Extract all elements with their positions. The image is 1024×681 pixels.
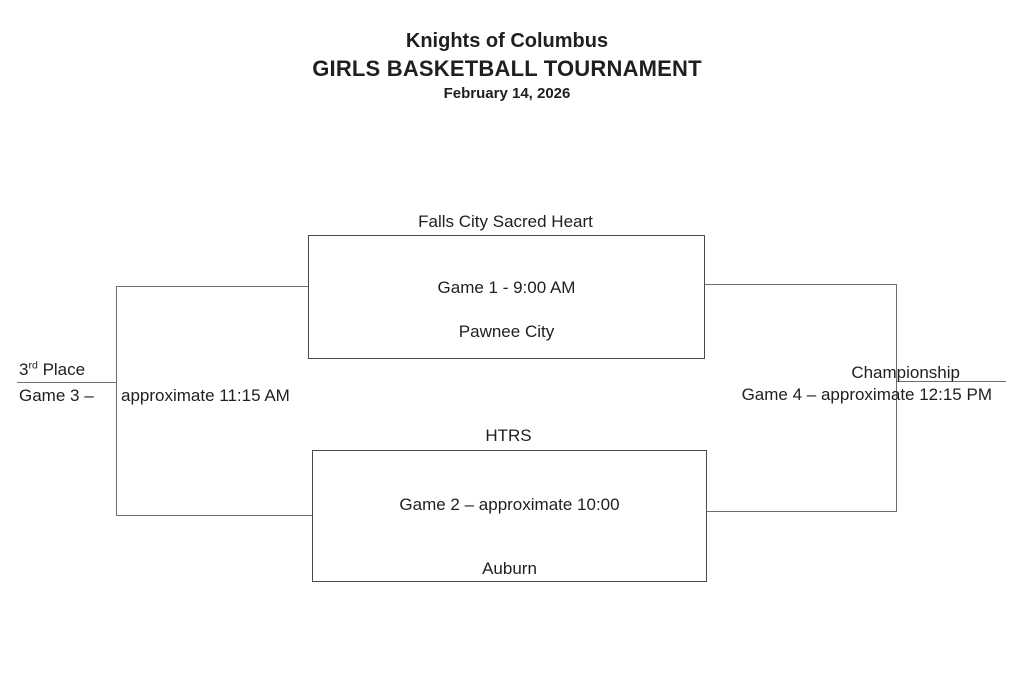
game1-bottom-team: Pawnee City	[458, 322, 555, 341]
third-place-word: Place	[37, 360, 86, 379]
game3-label: Game 3 –	[19, 386, 94, 405]
right-bracket-top-horizontal-line	[703, 284, 896, 285]
championship-underline	[896, 381, 1006, 382]
game1-top-team: Falls City Sacred Heart	[418, 212, 593, 231]
right-bracket-bottom-horizontal-line	[706, 511, 896, 512]
third-place-number: 3	[19, 360, 29, 379]
game4-label: Game 4 – approximate 12:15 PM	[741, 385, 992, 404]
game2-label: Game 2 – approximate 10:00	[399, 495, 620, 514]
left-bracket-bottom-horizontal-line	[116, 515, 312, 516]
championship-title: Championship	[851, 363, 960, 382]
left-bracket-vertical-line	[116, 286, 117, 516]
left-bracket-top-horizontal-line	[116, 286, 308, 287]
right-bracket-vertical-line	[896, 284, 897, 512]
game3-time: approximate 11:15 AM	[121, 386, 290, 405]
game2-top-team: HTRS	[485, 426, 532, 445]
event-date: February 14, 2026	[443, 85, 571, 102]
game2-box: Game 2 – approximate 10:00 Auburn	[312, 450, 707, 582]
third-place-title: 3rd Place	[19, 360, 85, 380]
third-place-underline	[17, 382, 116, 383]
event-title: GIRLS BASKETBALL TOURNAMENT	[312, 56, 702, 81]
game1-box: Game 1 - 9:00 AM Pawnee City	[308, 235, 705, 359]
game1-label: Game 1 - 9:00 AM	[437, 278, 576, 297]
event-organization: Knights of Columbus	[405, 30, 609, 52]
third-place-ordinal-suffix: rd	[28, 359, 38, 372]
game2-bottom-team: Auburn	[482, 559, 537, 578]
